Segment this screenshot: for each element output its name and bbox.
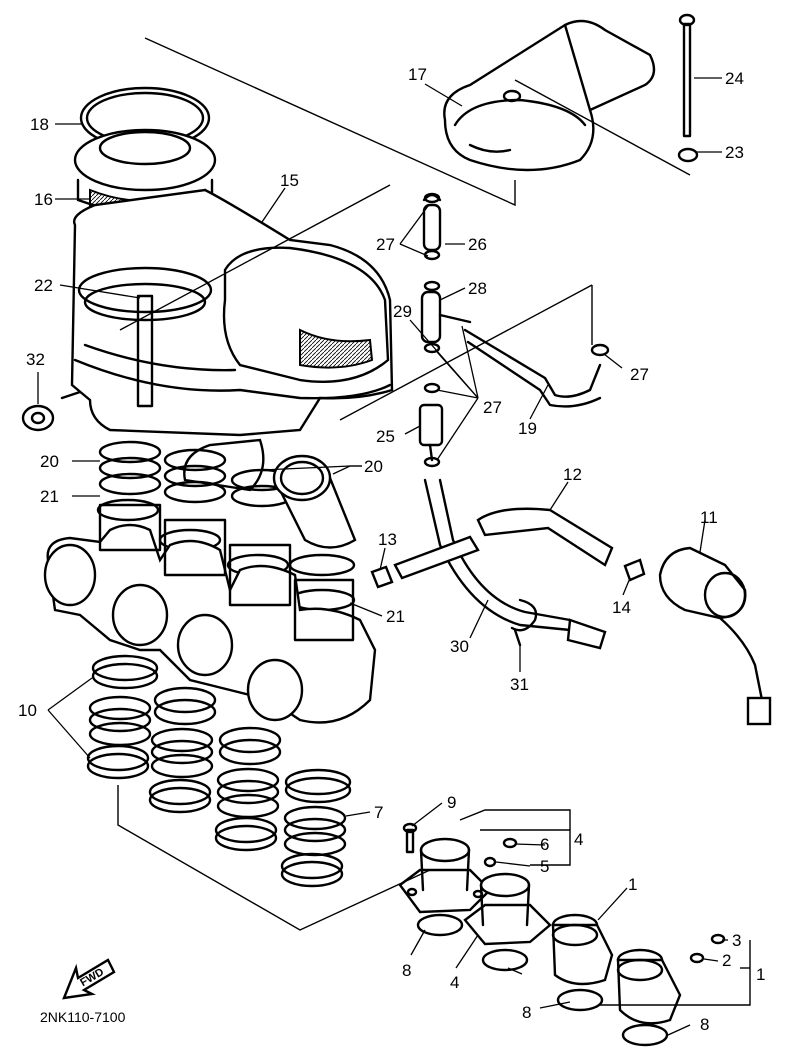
callout-12: 12 (563, 465, 582, 484)
callout-10: 10 (18, 701, 37, 720)
callout-8b: 8 (522, 1003, 531, 1022)
breather-cover (443, 19, 656, 172)
callout-27b: 27 (630, 365, 649, 384)
callout-5: 5 (540, 857, 549, 876)
callout-7: 7 (374, 803, 383, 822)
callout-24: 24 (725, 69, 744, 88)
washer-5 (483, 856, 497, 868)
callout-31: 31 (510, 675, 529, 694)
callout-13: 13 (378, 530, 397, 549)
callout-21b: 21 (386, 607, 405, 626)
callout-20a: 20 (40, 452, 59, 471)
callout-32: 32 (26, 350, 45, 369)
hose-clips-27 (423, 192, 610, 468)
grommet-32 (21, 404, 55, 432)
callout-numbers: 18 16 15 17 24 23 22 32 20 21 20 21 27 2… (18, 65, 765, 1034)
hose-bracket-31 (510, 598, 538, 647)
callout-4a: 4 (574, 830, 583, 849)
callout-25: 25 (376, 427, 395, 446)
hose-19 (463, 328, 602, 408)
intake-manifold-4a (398, 837, 492, 914)
callout-8c: 8 (700, 1015, 709, 1034)
group-lines (117, 37, 751, 1006)
callout-23: 23 (725, 143, 744, 162)
callout-14: 14 (612, 598, 631, 617)
callout-27c: 27 (483, 398, 502, 417)
intake-clamps-10 (86, 654, 159, 780)
callout-21a: 21 (40, 487, 59, 506)
clip-14 (623, 558, 646, 582)
callout-1a: 1 (628, 875, 637, 894)
leader-lines (37, 77, 728, 1036)
hose-26 (422, 193, 442, 252)
callout-3: 3 (732, 931, 741, 950)
bolt-6 (502, 837, 518, 849)
callout-8a: 8 (402, 961, 411, 980)
callout-27a: 27 (376, 235, 395, 254)
fuel-pump-11 (658, 546, 772, 726)
callout-17: 17 (408, 65, 427, 84)
callout-11: 11 (700, 508, 718, 527)
callout-29: 29 (393, 302, 412, 321)
callout-30: 30 (450, 637, 469, 656)
callout-6: 6 (540, 835, 549, 854)
callout-9: 9 (447, 793, 456, 812)
callout-20b: 20 (364, 457, 383, 476)
fuel-hose-30 (423, 478, 607, 650)
carburetor-bank (43, 503, 377, 724)
clip-13 (370, 565, 394, 589)
callout-1b: 1 (756, 965, 765, 984)
washer-2 (689, 952, 705, 964)
check-valve-25 (418, 403, 444, 462)
bolt-24 (678, 13, 696, 138)
intake-manifold-1a (551, 913, 614, 986)
fwd-arrow-icon: FWD (62, 958, 116, 1000)
callout-18: 18 (30, 115, 49, 134)
callout-26: 26 (468, 235, 487, 254)
callout-2: 2 (722, 951, 731, 970)
o-rings-8 (416, 913, 669, 1047)
bolt-3 (710, 933, 726, 945)
callout-19: 19 (518, 419, 537, 438)
bolt-9 (402, 822, 418, 854)
intake-manifold-1b (616, 948, 682, 1025)
fuel-hose-12 (393, 507, 614, 580)
callout-22: 22 (34, 276, 53, 295)
intake-clamps-7 (280, 768, 352, 888)
air-cleaner-case (60, 188, 394, 492)
callout-4b: 4 (450, 973, 459, 992)
intake-joints (148, 686, 282, 852)
hose-28 (420, 290, 472, 344)
callout-16: 16 (34, 190, 53, 209)
washer-23 (677, 147, 699, 163)
diagram-code: 2NK110-7100 (40, 1009, 126, 1025)
callout-28: 28 (468, 279, 487, 298)
intake-manifold-4b (463, 872, 552, 946)
callout-15: 15 (280, 171, 299, 190)
